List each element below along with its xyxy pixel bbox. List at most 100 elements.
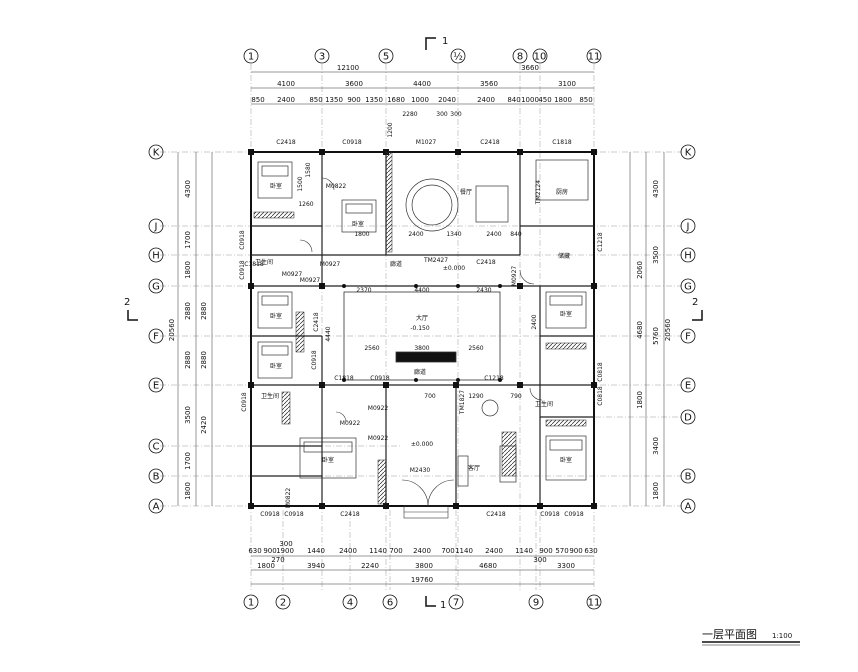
axis-right-9: A bbox=[685, 502, 692, 513]
axis-top-6-circle bbox=[586, 48, 602, 64]
dining-table bbox=[405, 178, 509, 232]
left-total-dim: 20560 bbox=[168, 319, 176, 341]
exterior-walls bbox=[250, 151, 595, 507]
bottom-row2-dim-14: 900 bbox=[569, 547, 582, 555]
bottom-row2-dim-5: 1140 bbox=[369, 547, 387, 555]
bottom-extra-dim-0: 300 bbox=[279, 540, 292, 548]
inner-dim-8: 2400 bbox=[408, 231, 423, 238]
right-row-dim-1: 3500 bbox=[652, 246, 660, 264]
inner-dim-15: 2560 bbox=[364, 345, 379, 352]
axis-left-9: A bbox=[153, 502, 160, 513]
axis-left-9-circle bbox=[148, 498, 164, 514]
top-row2-dim-5: 1350 bbox=[365, 96, 383, 104]
axis-right-9-circle bbox=[680, 498, 696, 514]
door-label-1: M0927 bbox=[320, 261, 341, 268]
axis-bottom-3: 6 bbox=[387, 598, 393, 609]
axis-top-3: ½ bbox=[453, 51, 463, 63]
left-row-dim-5: 3500 bbox=[184, 406, 192, 424]
section-mark-left: 2 bbox=[124, 297, 130, 308]
axis-right-3: G bbox=[684, 282, 692, 293]
axis-right-6-circle bbox=[680, 409, 696, 425]
bottom-row1-dim-2: 2240 bbox=[361, 562, 379, 570]
top-row2-dim-8: 2040 bbox=[438, 96, 456, 104]
door-label-2: M0927 bbox=[300, 277, 321, 284]
inner-dim-21: 790 bbox=[510, 393, 522, 400]
bottom-window-5: C0918 bbox=[564, 511, 584, 518]
left-row-dim-4: 2880 bbox=[184, 351, 192, 369]
elevation-1: -0.150 bbox=[410, 325, 430, 332]
door-label-12: M2430 bbox=[410, 467, 431, 474]
top-row2-dim-0: 850 bbox=[251, 96, 264, 104]
top-window-2: C2418 bbox=[480, 139, 500, 146]
bottom-row1-dim-3: 3800 bbox=[415, 562, 433, 570]
axis-top-3-circle bbox=[450, 48, 466, 64]
inner-dim-22: 700 bbox=[424, 393, 436, 400]
axis-top-2-circle bbox=[378, 48, 394, 64]
axis-right-2-circle bbox=[680, 247, 696, 263]
axis-left-8-circle bbox=[148, 468, 164, 484]
mid-window-6: C1218 bbox=[484, 375, 504, 382]
axis-left-0-circle bbox=[148, 144, 164, 160]
bottom-row2-dim-10: 2400 bbox=[485, 547, 503, 555]
axis-left-3: G bbox=[152, 282, 160, 293]
axis-right-0: K bbox=[685, 148, 692, 159]
inner-dim-19: 2400 bbox=[531, 314, 538, 329]
bottom-row2-dim-1: 900 bbox=[263, 547, 276, 555]
top-row2-dim-6: 1680 bbox=[387, 96, 405, 104]
axis-top-6: 11 bbox=[588, 52, 601, 63]
axis-right-1: J bbox=[686, 222, 690, 233]
top-window-0: C2418 bbox=[276, 139, 296, 146]
top-dimension-lines bbox=[251, 71, 594, 105]
axis-top-0: 1 bbox=[248, 52, 254, 63]
room-label-13: 卫生间 bbox=[535, 400, 553, 408]
top-row2-dim-10: 840 bbox=[507, 96, 520, 104]
bottom-row2-dim-4: 2400 bbox=[339, 547, 357, 555]
axis-bottom-2: 4 bbox=[347, 598, 353, 609]
bottom-row1-dim-1: 3940 bbox=[307, 562, 325, 570]
room-label-14: 廊道 bbox=[390, 260, 402, 268]
top-row2-dim-14: 850 bbox=[579, 96, 592, 104]
left-row-dim-3: 2880 bbox=[184, 302, 192, 320]
section-mark-bottom: 1 bbox=[440, 600, 446, 611]
axis-left-2: H bbox=[152, 251, 160, 262]
beds bbox=[257, 159, 589, 481]
right-row-dim-3: 3400 bbox=[652, 437, 660, 455]
left-row-dim-6: 1700 bbox=[184, 452, 192, 470]
top-row2-dim-7: 1000 bbox=[411, 96, 429, 104]
bottom-row2-dim-12: 900 bbox=[539, 547, 552, 555]
axis-left-0: K bbox=[153, 148, 160, 159]
left-row2-dim-0: 2880 bbox=[200, 302, 208, 320]
bottom-window-0: C0918 bbox=[260, 511, 280, 518]
top-row1-dim-2: 4400 bbox=[413, 80, 431, 88]
axis-top-5: 10 bbox=[534, 52, 547, 63]
axis-left-8: B bbox=[153, 472, 160, 483]
axis-right-3-circle bbox=[680, 278, 696, 294]
room-label-15: 廊道 bbox=[414, 368, 426, 376]
axis-bottom-1-circle bbox=[275, 594, 291, 610]
left-row-dim-2: 1800 bbox=[184, 261, 192, 279]
axis-right-4-circle bbox=[680, 328, 696, 344]
right-row2-dim-0: 2060 bbox=[636, 261, 644, 279]
bottom-total-dim: 19760 bbox=[411, 576, 433, 584]
inner-dim-6: 1260 bbox=[298, 201, 313, 208]
room-label-0: 卧室 bbox=[270, 182, 282, 190]
axis-right-8-circle bbox=[680, 468, 696, 484]
top-row1-dim-0: 4100 bbox=[277, 80, 295, 88]
bottom-extra-dim-1: 270 bbox=[271, 556, 284, 564]
axis-right-2: H bbox=[684, 251, 692, 262]
axis-bottom-5-circle bbox=[528, 594, 544, 610]
mid-window-0: C1818 bbox=[244, 261, 264, 268]
door-label-6: M0922 bbox=[368, 435, 389, 442]
inner-dim-13: 4400 bbox=[414, 287, 429, 294]
axis-bottom-0-circle bbox=[243, 594, 259, 610]
bottom-row2-dim-0: 630 bbox=[248, 547, 261, 555]
top-row2-dim-2: 850 bbox=[309, 96, 322, 104]
bottom-row2-dim-3: 1440 bbox=[307, 547, 325, 555]
door-label-7: M0927 bbox=[511, 266, 518, 287]
door-label-13: M0822 bbox=[285, 488, 292, 509]
axis-right-0-circle bbox=[680, 144, 696, 160]
